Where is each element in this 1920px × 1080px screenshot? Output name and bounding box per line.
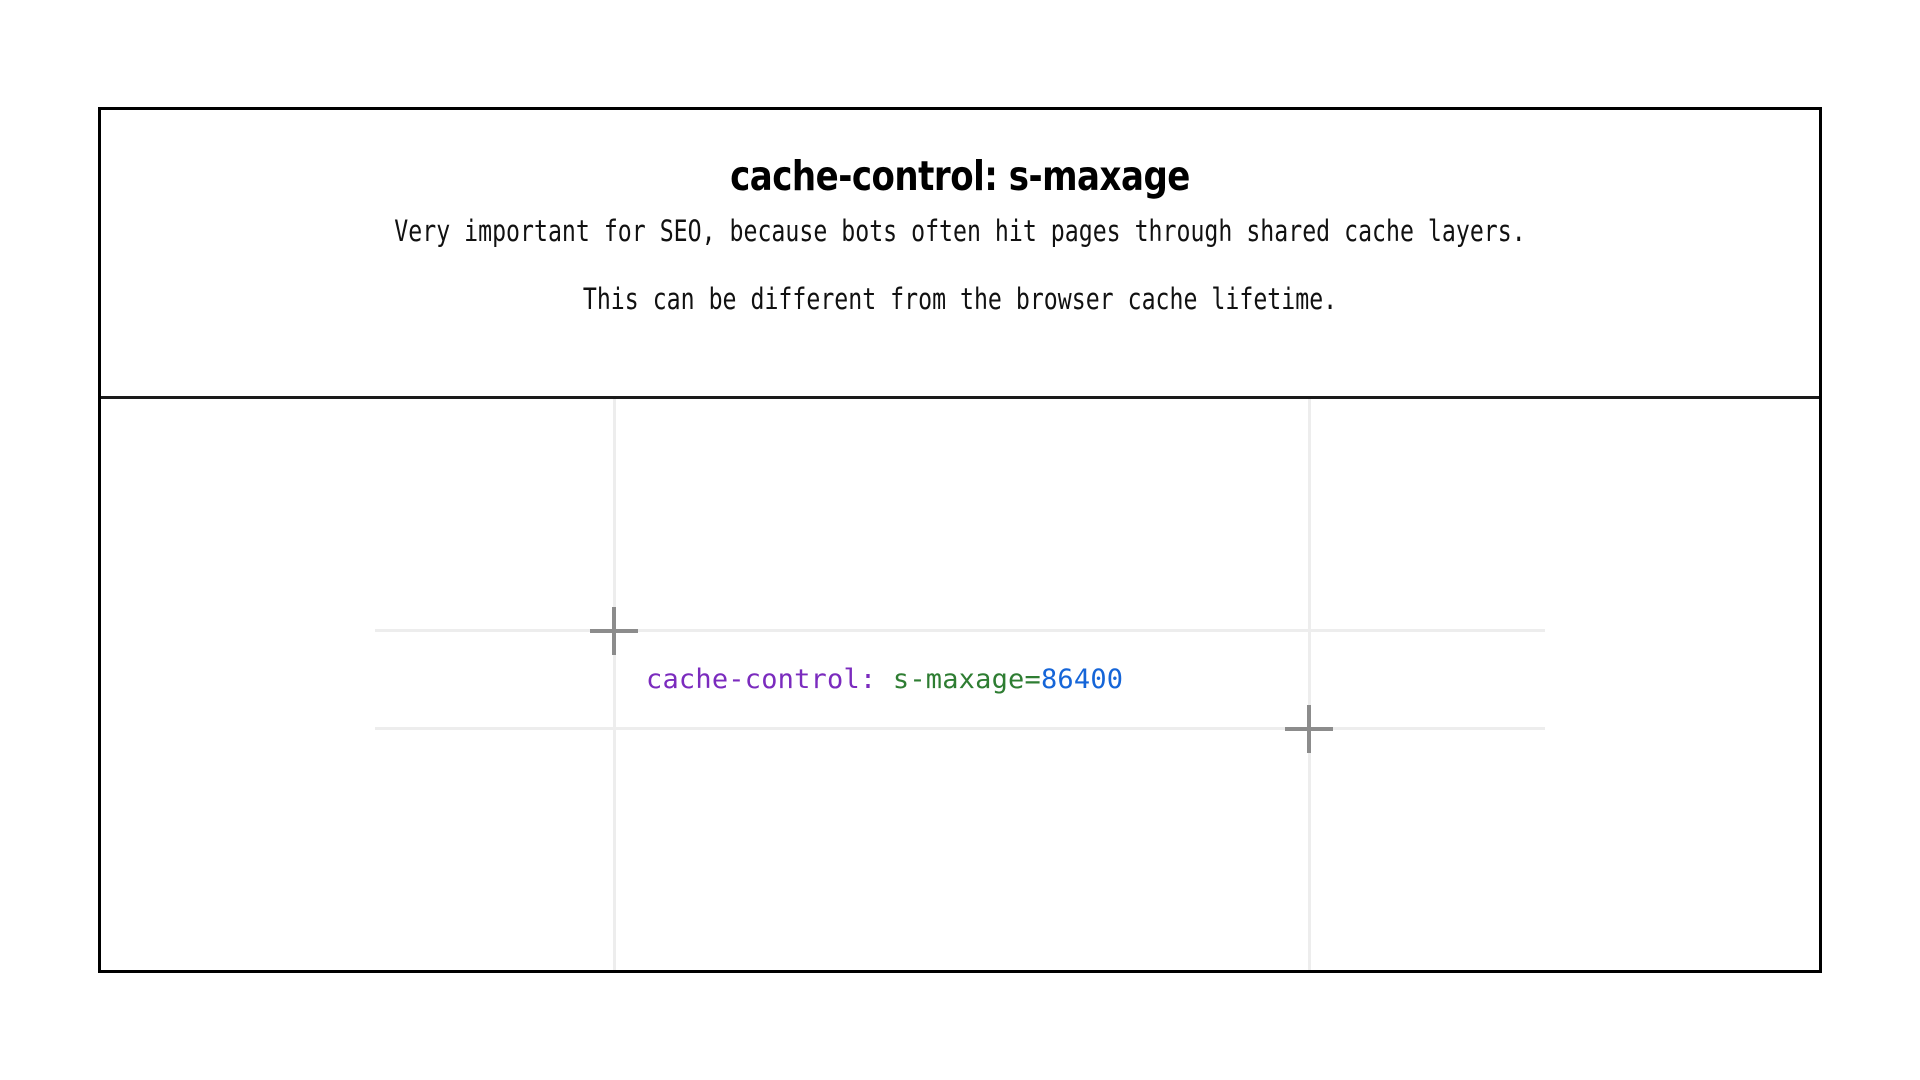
page-title: cache-control: s-maxage xyxy=(730,152,1190,200)
subtitle-line-primary: Very important for SEO, because bots oft… xyxy=(394,214,1526,248)
slide-frame: cache-control: s-maxage Very important f… xyxy=(98,107,1822,973)
subtitle-line-secondary: This can be different from the browser c… xyxy=(582,282,1338,316)
diagram-canvas: cache-control: s-maxage=86400 xyxy=(101,399,1819,970)
grid-line-horizontal-upper xyxy=(375,629,1545,632)
code-token-value: 86400 xyxy=(1040,664,1124,695)
code-token-directive: cache-control: xyxy=(646,664,877,695)
header-block: cache-control: s-maxage Very important f… xyxy=(101,110,1819,399)
grid-line-horizontal-lower xyxy=(375,727,1545,730)
grid-line-vertical-left xyxy=(613,399,616,970)
crosshair-vertical-arm xyxy=(612,607,616,655)
grid-line-vertical-right xyxy=(1308,399,1311,970)
code-token-parameter: s-maxage= xyxy=(892,664,1041,695)
code-snippet: cache-control: s-maxage=86400 xyxy=(646,664,1123,696)
crosshair-vertical-arm xyxy=(1307,705,1311,753)
code-token-space xyxy=(876,664,892,695)
